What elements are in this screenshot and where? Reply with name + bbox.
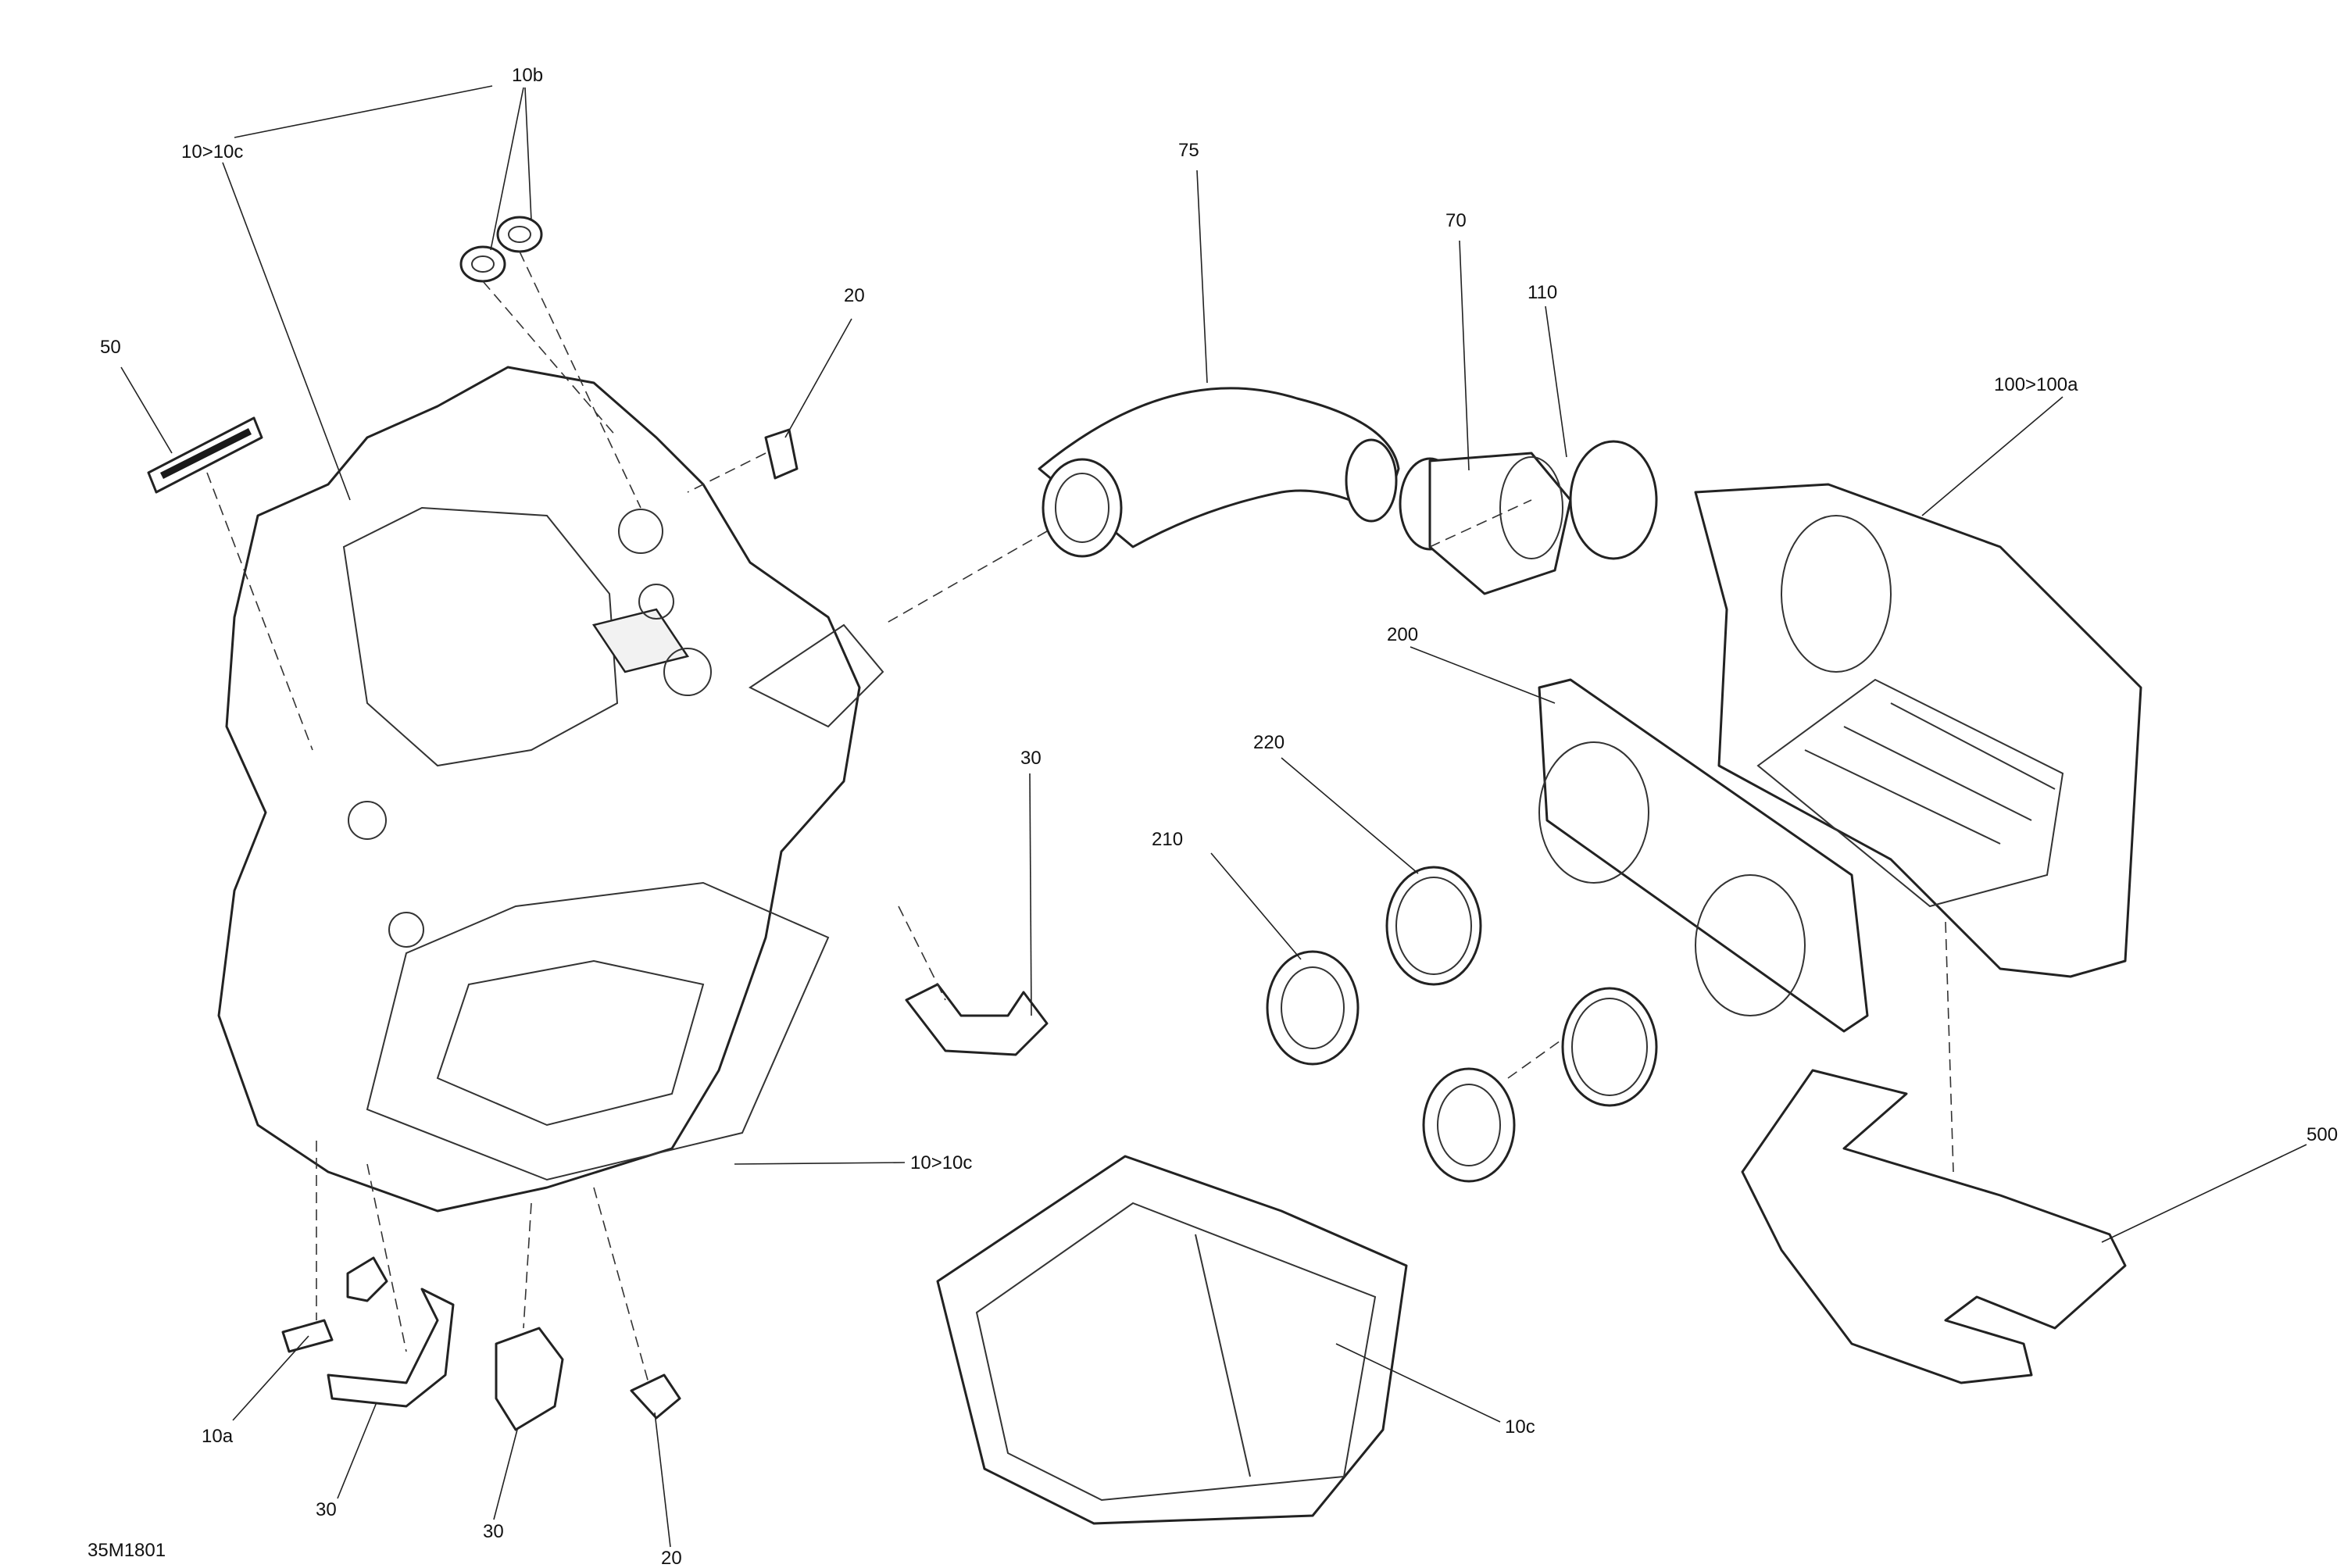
callout-30-bottom-mid: 30 (483, 1521, 504, 1542)
callout-10b: 10b (512, 65, 543, 86)
lower-cover (936, 1155, 1408, 1525)
clip-top (764, 428, 799, 480)
callout-210: 210 (1152, 829, 1183, 850)
callout-10-10c-mid: 10>10c (910, 1152, 972, 1173)
callout-10c: 10c (1505, 1416, 1535, 1438)
throttle-adapter (1399, 440, 1658, 595)
callout-30-right: 30 (1020, 748, 1042, 769)
callout-10-10c-top: 10>10c (181, 141, 243, 163)
callout-labels: 10b 10>10c 50 20 75 70 110 100>100a 200 … (88, 65, 2338, 1568)
airbox-housing (217, 366, 884, 1213)
callout-20-top: 20 (844, 285, 865, 306)
hose-clamps (1385, 866, 1658, 1107)
callout-70: 70 (1445, 210, 1467, 231)
bracket-right (905, 983, 1049, 1056)
callout-200: 200 (1387, 624, 1418, 645)
base-plate (1741, 1069, 2127, 1384)
callout-50: 50 (100, 337, 121, 358)
bottom-small-parts (281, 1256, 681, 1431)
assembly-dash-lines (206, 251, 1954, 1384)
filter-housing-cover (1694, 483, 2142, 978)
callout-220: 220 (1253, 732, 1285, 753)
leader-lines (120, 85, 2307, 1548)
intake-hose (1038, 387, 1400, 558)
rubber-couplers (1266, 950, 1516, 1183)
callout-20-bottom: 20 (661, 1548, 682, 1568)
callout-30-bottom-left: 30 (316, 1499, 337, 1520)
callout-10a: 10a (202, 1426, 234, 1447)
callout-110: 110 (1528, 282, 1557, 303)
callout-75: 75 (1178, 140, 1199, 161)
air-filter-element (1538, 678, 1869, 1033)
warning-label (147, 416, 263, 494)
figure-code: 35M1801 (88, 1540, 166, 1561)
callout-500: 500 (2306, 1124, 2338, 1145)
callout-100-100a: 100>100a (1994, 374, 2078, 395)
